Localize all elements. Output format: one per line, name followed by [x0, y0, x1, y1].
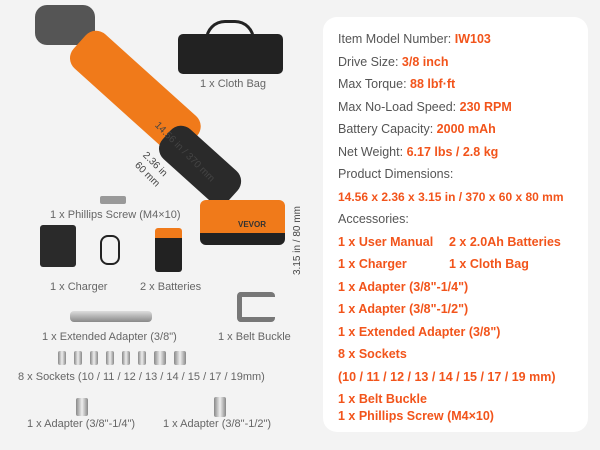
bag-handle: [205, 20, 255, 40]
spec-card: Item Model Number: IW103 Drive Size: 3/8…: [323, 17, 588, 432]
accessory-extended-adapter: 1 x Extended Adapter (3/8"): [338, 325, 501, 339]
socket-icon: [90, 351, 98, 365]
belt-buckle-label: 1 x Belt Buckle: [218, 331, 291, 343]
accessory-sockets: 8 x Sockets: [338, 347, 407, 361]
adapter-1-4-image: [76, 398, 88, 416]
spec-speed: Max No-Load Speed: 230 RPM: [338, 100, 512, 114]
height-dimension: 3.15 in / 80 mm: [292, 206, 303, 275]
accessory-adapter-1-2: 1 x Adapter (3/8"-1/2"): [338, 302, 469, 316]
adapter-1-4-label: 1 x Adapter (3/8"-1/4"): [27, 418, 136, 430]
sockets-image: [58, 351, 186, 365]
cloth-bag-label: 1 x Cloth Bag: [200, 78, 267, 90]
spec-weight: Net Weight: 6.17 lbs / 2.8 kg: [338, 145, 499, 159]
charger-label: 1 x Charger: [50, 281, 108, 293]
accessory-belt-buckle: 1 x Belt Buckle: [338, 392, 427, 406]
socket-icon: [122, 351, 130, 365]
extended-adapter-image: [70, 311, 152, 322]
belt-buckle-image: [237, 292, 275, 322]
spec-accessories-label: Accessories:: [338, 212, 409, 226]
socket-icon: [106, 351, 114, 365]
accessory-socket-sizes: (10 / 11 / 12 / 13 / 14 / 15 / 17 / 19 m…: [338, 370, 556, 384]
accessory-user-manual: 1 x User Manual: [338, 235, 434, 249]
socket-icon: [154, 351, 166, 365]
charger-image: [40, 225, 76, 267]
accessory-adapter-1-4: 1 x Adapter (3/8"-1/4"): [338, 280, 469, 294]
adapter-1-2-image: [214, 397, 226, 417]
spec-model: Item Model Number: IW103: [338, 32, 491, 46]
spec-drive: Drive Size: 3/8 inch: [338, 55, 449, 69]
socket-icon: [74, 351, 82, 365]
socket-icon: [58, 351, 66, 365]
socket-icon: [174, 351, 186, 365]
charger-cord: [100, 235, 120, 265]
phillips-screw-image: [100, 196, 126, 204]
spec-torque: Max Torque: 88 lbf·ft: [338, 77, 456, 91]
phillips-screw-label: 1 x Phillips Screw (M4×10): [50, 209, 181, 221]
ratchet-battery-image: [200, 200, 285, 245]
extended-adapter-label: 1 x Extended Adapter (3/8"): [42, 331, 177, 343]
socket-icon: [138, 351, 146, 365]
battery-image: [155, 228, 182, 272]
spec-dims: 14.56 x 2.36 x 3.15 in / 370 x 60 x 80 m…: [338, 190, 564, 204]
cloth-bag-image: [178, 34, 283, 74]
accessory-cloth-bag: 1 x Cloth Bag: [449, 257, 529, 271]
accessory-charger: 1 x Charger: [338, 257, 407, 271]
adapter-1-2-label: 1 x Adapter (3/8"-1/2"): [163, 418, 272, 430]
accessory-batteries: 2 x 2.0Ah Batteries: [449, 235, 561, 249]
spec-battery: Battery Capacity: 2000 mAh: [338, 122, 496, 136]
batteries-label: 2 x Batteries: [140, 281, 202, 293]
sockets-label: 8 x Sockets (10 / 11 / 12 / 13 / 14 / 15…: [18, 371, 265, 383]
brand-logo: VEVOR: [238, 220, 267, 229]
spec-dims-label: Product Dimensions:: [338, 167, 454, 181]
accessory-phillips-screw: 1 x Phillips Screw (M4×10): [338, 409, 494, 423]
